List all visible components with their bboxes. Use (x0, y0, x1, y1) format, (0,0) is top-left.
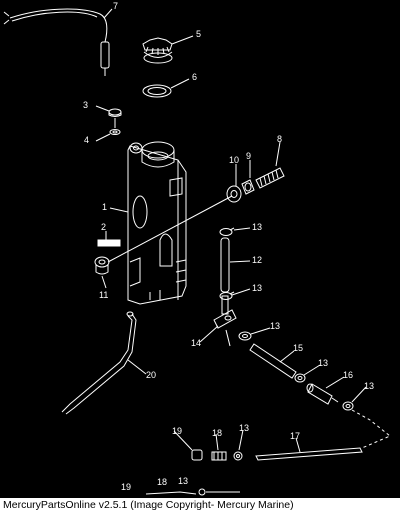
callout-13: 13 (252, 222, 262, 232)
part-9-nut (241, 179, 255, 195)
callout-1: 1 (102, 202, 107, 212)
callout-8: 8 (277, 134, 282, 144)
part-13-clamp-upper (219, 227, 235, 236)
callout-19: 19 (172, 426, 182, 436)
callout-15: 15 (293, 343, 303, 353)
part-13-clamp-lower-group (233, 451, 243, 461)
callout-19: 19 (121, 482, 131, 492)
callout-5: 5 (196, 29, 201, 39)
callout-18: 18 (157, 477, 167, 487)
assembly-leader-line (107, 195, 233, 263)
callout-4: 4 (84, 135, 89, 145)
callout-12: 12 (252, 255, 262, 265)
part-13-clamp-mid (294, 373, 306, 383)
part-2-label (97, 239, 121, 247)
callout-7: 7 (113, 1, 118, 11)
part-17-long-hose (255, 447, 363, 461)
part-19-coupler (191, 449, 203, 461)
callout-2: 2 (101, 222, 106, 232)
part-11-fitting (94, 256, 110, 275)
copyright-footer: MercuryPartsOnline v2.5.1 (Image Copyrig… (0, 498, 400, 512)
part-13-clamp-lower (219, 291, 235, 300)
callout-3: 3 (83, 100, 88, 110)
callout-11: 11 (99, 290, 108, 300)
part-4-washer (109, 129, 121, 135)
callout-13: 13 (178, 476, 188, 486)
callout-13: 13 (318, 358, 328, 368)
callout-6: 6 (192, 72, 197, 82)
callout-17: 17 (290, 431, 300, 441)
part-13-clamp-tee (238, 331, 252, 341)
part-3-screw (108, 108, 122, 128)
callout-13: 13 (239, 423, 249, 433)
part-13-clamp-filter (342, 401, 354, 411)
callout-10: 10 (229, 155, 239, 165)
callout-14: 14 (191, 338, 201, 348)
part-1-oil-reservoir (127, 141, 187, 305)
part-20-vent-tube (61, 311, 137, 415)
part-14-tee-fitting (213, 295, 237, 347)
callout-16: 16 (343, 370, 353, 380)
part-12-hose (220, 237, 230, 293)
bottom-strip-parts (145, 488, 240, 496)
callout-20: 20 (146, 370, 156, 380)
callout-9: 9 (246, 151, 251, 161)
callout-leader-lines (95, 8, 367, 453)
callout-13: 13 (364, 381, 374, 391)
callout-13: 13 (252, 283, 262, 293)
part-18-connector (211, 451, 227, 461)
part-6-gasket (142, 84, 172, 98)
exploded-parts-diagram: 7 5 6 3 4 8 10 9 1 2 13 12 11 13 13 14 1… (3, 1, 391, 496)
part-16-inline-filter (306, 383, 339, 405)
callout-18: 18 (212, 428, 222, 438)
callout-13: 13 (270, 321, 280, 331)
part-10-grommet (226, 185, 242, 203)
part-7-sensor-lead (3, 8, 110, 76)
part-15-hose (249, 343, 297, 379)
connection-dashed-line (351, 409, 391, 449)
part-5-filler-cap (142, 37, 173, 64)
part-8-threaded-fitting (255, 167, 285, 189)
